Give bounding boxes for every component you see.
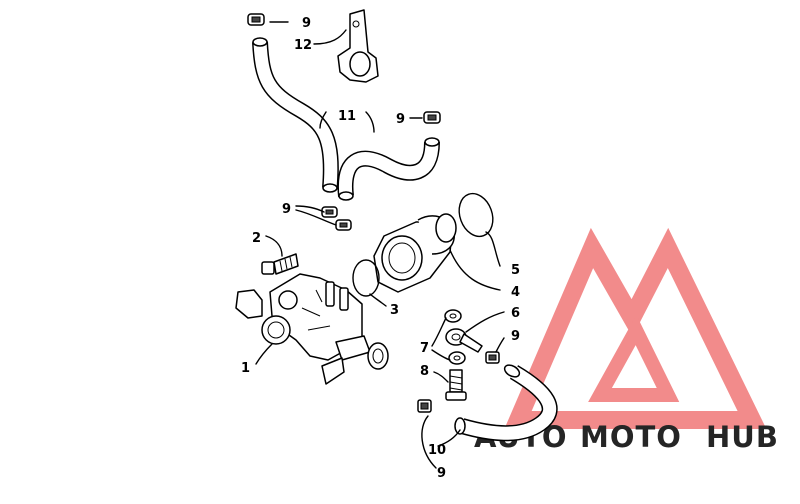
part-9-clamp-right bbox=[423, 111, 441, 124]
callout-labels: 9 12 11 9 9 2 5 4 3 6 7 9 1 8 10 9 bbox=[241, 16, 520, 481]
part-3-gasket bbox=[352, 259, 380, 297]
part-11-hose-left bbox=[252, 37, 339, 193]
part-9-clamp-top bbox=[247, 13, 265, 26]
part-9-clamp-bottom bbox=[417, 399, 432, 413]
watermark-hub: HUB bbox=[706, 420, 779, 454]
part-4-housing bbox=[373, 213, 457, 293]
part-7-washers bbox=[444, 309, 466, 365]
watermark-moto: MOTO bbox=[580, 420, 682, 454]
callout-9: 9 bbox=[511, 329, 520, 344]
part-9-clamp-lower-right bbox=[485, 351, 500, 364]
part-8-bolt bbox=[445, 369, 467, 401]
part-2-bolt bbox=[261, 253, 299, 275]
leader-lines bbox=[255, 21, 505, 469]
callout-9: 9 bbox=[437, 466, 446, 481]
part-6-banjo bbox=[445, 328, 483, 353]
part-9-clamps-mid bbox=[321, 206, 352, 231]
callout-7: 7 bbox=[420, 341, 429, 356]
callout-8: 8 bbox=[420, 364, 429, 379]
part-1-valve-body bbox=[235, 273, 389, 385]
part-5-oring bbox=[458, 192, 494, 238]
callout-11: 11 bbox=[338, 109, 356, 124]
callout-9: 9 bbox=[302, 16, 311, 31]
callout-3: 3 bbox=[390, 303, 399, 318]
part-12-bracket bbox=[337, 9, 379, 83]
watermark-triangle-inner bbox=[588, 314, 680, 402]
part-11-hose-right bbox=[337, 137, 440, 201]
callout-9: 9 bbox=[396, 112, 405, 127]
callout-6: 6 bbox=[511, 306, 520, 321]
callout-12: 12 bbox=[294, 38, 312, 53]
watermark-logo: AUTO MOTO HUB bbox=[474, 227, 779, 454]
callout-9: 9 bbox=[282, 202, 291, 217]
part-10-hose bbox=[454, 364, 558, 442]
callout-5: 5 bbox=[511, 263, 520, 278]
callout-2: 2 bbox=[252, 231, 261, 246]
callout-1: 1 bbox=[241, 361, 250, 376]
callout-4: 4 bbox=[511, 285, 520, 300]
callout-10: 10 bbox=[428, 443, 446, 458]
